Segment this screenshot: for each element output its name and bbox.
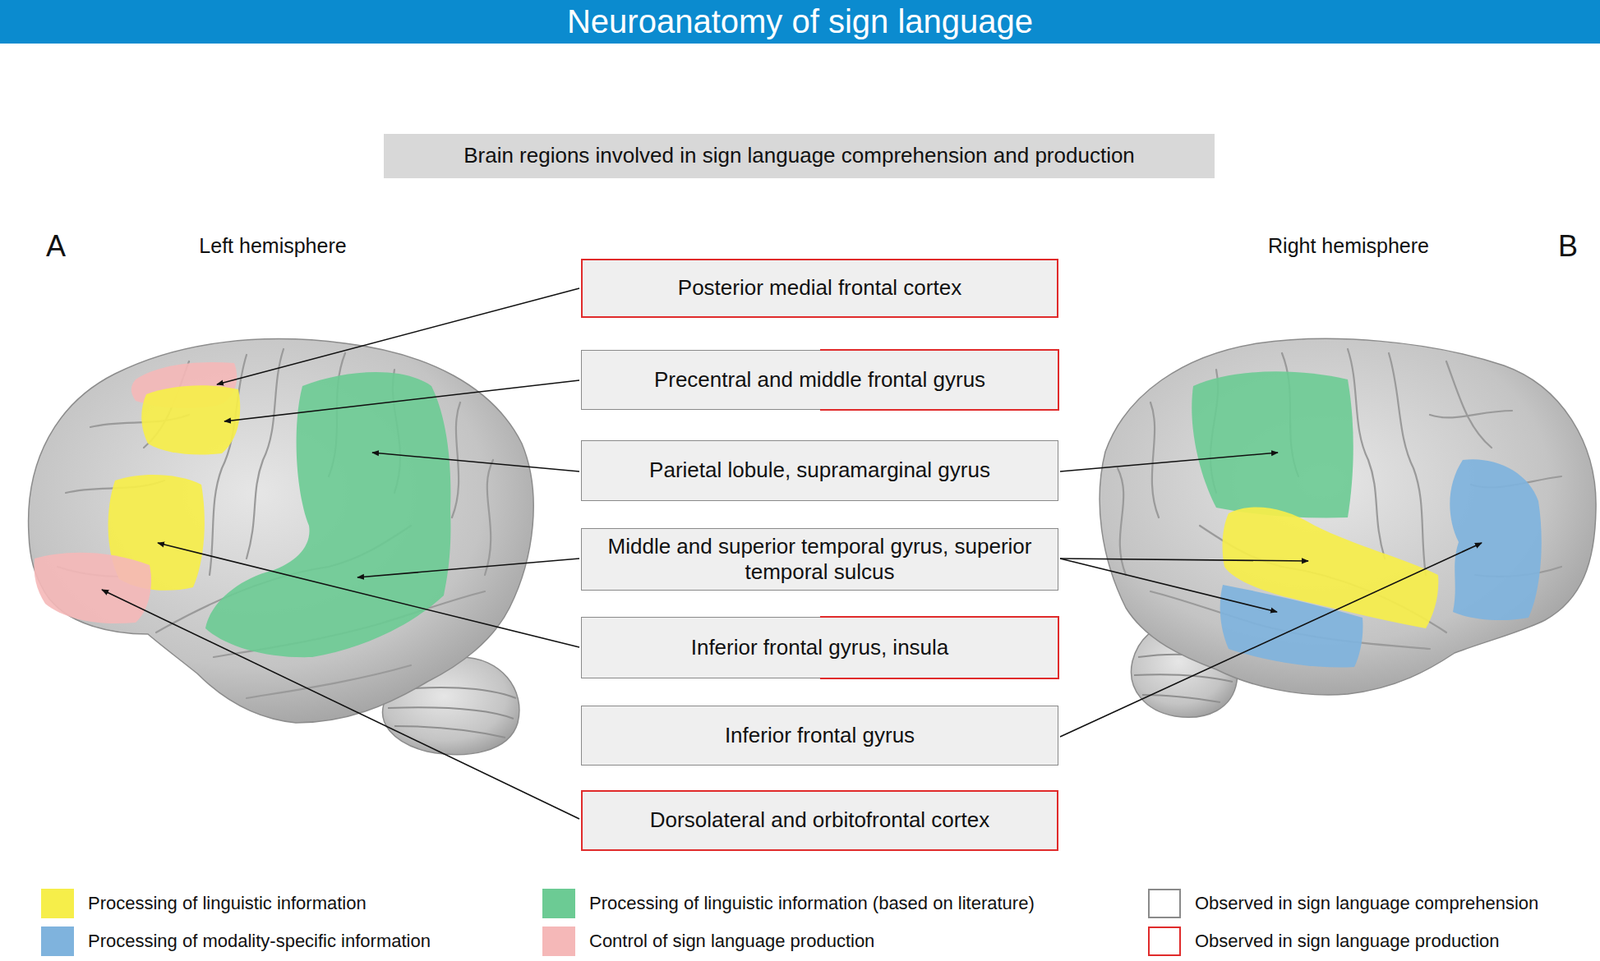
legend-text: Control of sign language production [589,931,875,953]
region-box: Middle and superior temporal gyrus, supe… [580,528,1059,591]
region-box: Precentral and middle frontal gyrus [580,350,1059,411]
legend-text: Processing of modality-specific informat… [87,931,431,953]
box-text: Brain regions involved in sign language … [463,142,1135,169]
region-box: Posterior medial frontal cortex [580,258,1059,319]
box-text: Posterior medial frontal cortex [677,275,962,301]
leader-line [157,543,580,648]
box-text: Parietal lobule, supramarginal gyrus [649,457,991,484]
panel-letter: A [46,230,66,263]
legend-text: Processing of linguistic information (ba… [589,893,1035,915]
right-brain [1099,338,1596,718]
region-box: Dorsolateral and orbitofrontal cortex [580,790,1059,852]
box-text: Precentral and middle frontal gyrus [654,367,986,393]
legend-swatch [1148,889,1181,919]
legend-text: Observed in sign language production [1194,931,1500,953]
legend-text: Observed in sign language comprehension [1194,893,1539,915]
leader-line [1060,543,1482,738]
page-title: Neuroanatomy of sign language [0,2,1600,41]
left-brain [28,339,535,756]
panel-letter: B [1558,230,1578,263]
leader-line [372,452,580,472]
legend-swatch [542,889,576,919]
leader-line [216,288,580,385]
leader-line [1060,558,1309,562]
banner-box: Brain regions involved in sign language … [383,133,1215,179]
leader-line [357,558,580,578]
panel-heading: Right hemisphere [1268,235,1430,259]
legend-swatch [41,889,74,919]
box-text: Middle and superior temporal gyrus, supe… [591,534,1048,586]
legend-swatch [542,926,576,957]
legend-swatch [41,926,74,957]
leader-line [1060,452,1278,472]
leader-lines [101,288,1482,820]
box-text: Dorsolateral and orbitofrontal cortex [650,807,990,834]
box-text: Inferior frontal gyrus [724,723,915,749]
leader-line [1060,558,1278,613]
leader-line [101,590,580,820]
legend-swatch [1148,926,1181,957]
legend-text: Processing of linguistic information [87,893,367,915]
leader-line [224,380,580,422]
panel-heading: Left hemisphere [198,235,346,259]
region-box: Parietal lobule, supramarginal gyrus [580,440,1059,502]
region-box: Inferior frontal gyrus, insula [580,617,1059,679]
region-box: Inferior frontal gyrus [580,705,1059,766]
box-text: Inferior frontal gyrus, insula [691,635,950,661]
